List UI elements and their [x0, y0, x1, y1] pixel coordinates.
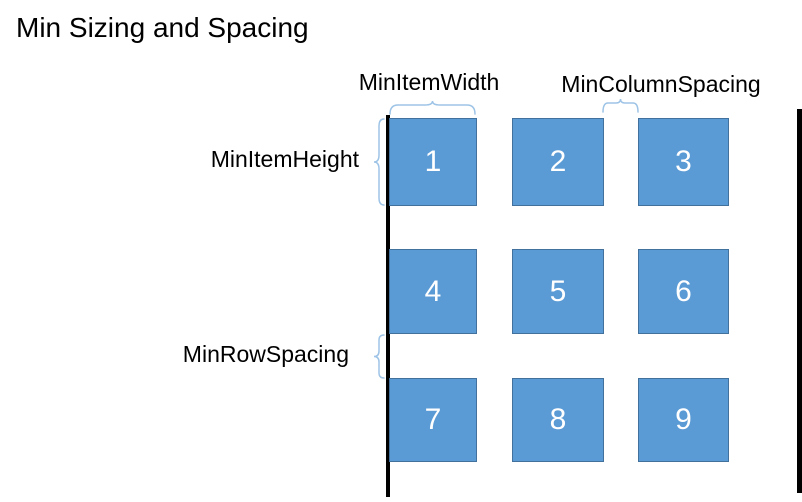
min-item-width-brace-icon: [389, 100, 476, 115]
grid-item-label: 7: [424, 403, 442, 436]
grid-item-6: 6: [638, 249, 729, 334]
grid-item-8: 8: [512, 378, 604, 462]
grid-item-3: 3: [638, 118, 729, 206]
min-item-width-label: MinItemWidth: [358, 69, 500, 95]
grid-item-4: 4: [389, 249, 477, 334]
grid-item-7: 7: [389, 378, 477, 462]
min-column-spacing-label: MinColumnSpacing: [561, 71, 761, 97]
grid-item-5: 5: [512, 249, 604, 334]
grid-item-label: 1: [424, 145, 442, 178]
grid-item-label: 3: [675, 145, 692, 178]
grid-item-1: 1: [389, 118, 477, 206]
min-column-spacing-brace-icon: [602, 98, 639, 113]
grid-item-label: 5: [549, 274, 567, 308]
grid-item-label: 8: [549, 403, 567, 436]
left-boundary-line: [386, 115, 390, 497]
min-row-spacing-label: MinRowSpacing: [182, 341, 349, 367]
page-title: Min Sizing and Spacing: [16, 12, 309, 43]
grid-item-9: 9: [638, 378, 729, 462]
right-boundary-line: [797, 109, 802, 493]
min-row-spacing-brace-icon: [373, 334, 385, 379]
grid-item-label: 4: [424, 274, 442, 308]
grid-item-2: 2: [512, 118, 604, 206]
grid-item-label: 2: [549, 145, 567, 178]
grid-item-label: 9: [675, 403, 692, 436]
min-item-height-brace-icon: [373, 118, 385, 206]
min-item-height-label: MinItemHeight: [210, 146, 359, 172]
grid-item-label: 6: [675, 274, 692, 308]
